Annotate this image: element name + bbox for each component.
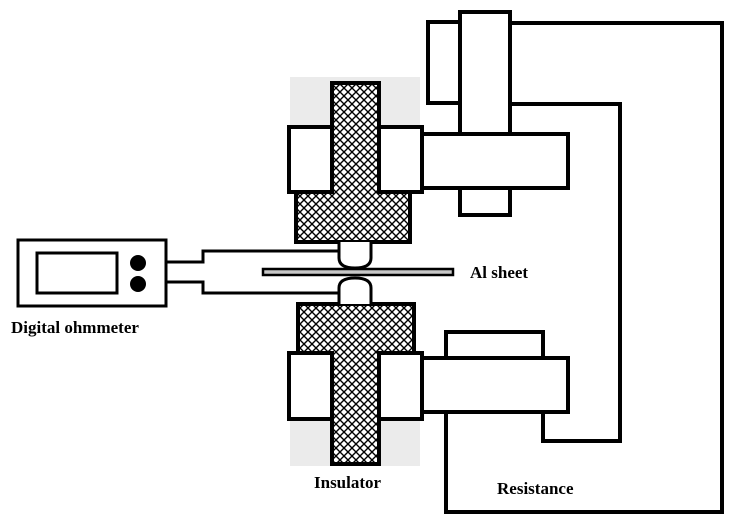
lower-insulator [296,302,416,466]
upper-lead [166,249,339,264]
upper-electrode-tip [337,242,373,270]
upper-holder-left [287,125,335,194]
outer-wire [444,21,724,514]
lower-electrode-assembly [287,276,570,466]
ohmmeter-label: Digital ohmmeter [11,318,139,337]
al-sheet-label: Al sheet [470,263,528,282]
lower-holder-right [376,351,424,421]
upper-insulator [294,81,412,244]
al-sheet [261,267,455,277]
upper-holder-right [376,125,424,194]
ohmmeter-terminal-icon [130,276,146,292]
lower-lead [166,280,339,295]
upper-arm [418,132,570,190]
upper-electrode-assembly [287,10,570,270]
upper-clamp-small [426,20,464,105]
ohmmeter-display [35,251,119,295]
inner-wire [510,102,622,443]
ohmmeter-terminal-icon [130,255,146,271]
insulator-label: Insulator [314,473,382,492]
lower-holder-left [287,351,335,421]
lower-electrode-tip [337,276,373,304]
digital-ohmmeter [16,238,168,308]
lower-arm [418,356,570,414]
lower-clamp-small [444,330,545,360]
resistance-label: Resistance [497,479,574,498]
